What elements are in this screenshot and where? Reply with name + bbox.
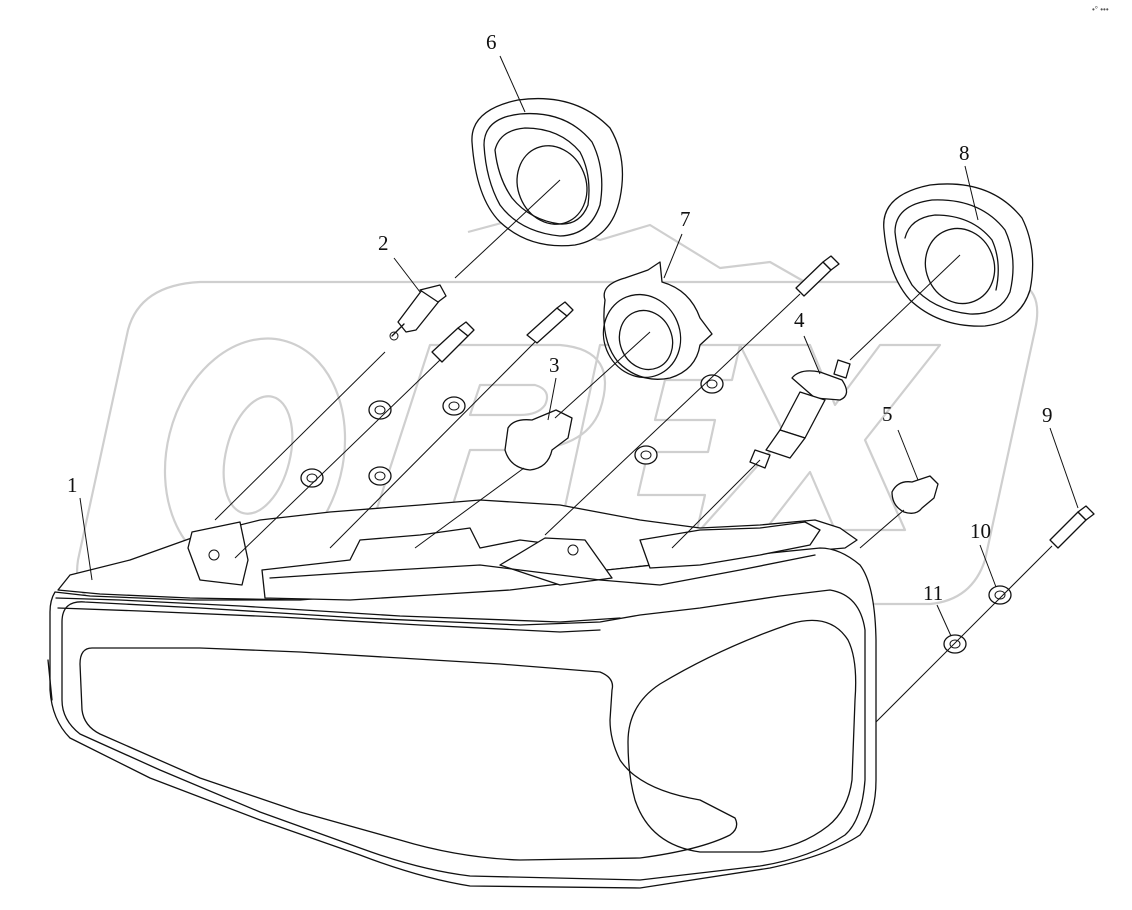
callout-4: 4: [794, 308, 805, 332]
part-6-ring-cap: [471, 97, 624, 247]
callout-7: 7: [680, 207, 691, 231]
callout-9: 9: [1042, 403, 1053, 427]
part-3-bulb: [504, 409, 573, 471]
corner-mark: •° •••: [1092, 5, 1109, 14]
assembly-axes: [214, 179, 1053, 723]
callout-6: 6: [486, 30, 497, 54]
part-9-screw: [1049, 511, 1087, 549]
screws: [431, 255, 1095, 549]
part-2-bulb: [389, 284, 447, 341]
callout-1: 1: [67, 473, 78, 497]
callout-5: 5: [882, 402, 893, 426]
callouts: 1 2 3 4 5 6 7 8 9 10 11: [67, 30, 1079, 637]
callout-8: 8: [959, 141, 970, 165]
part-7-cover: [602, 261, 713, 380]
part-4-bulb: [749, 359, 851, 469]
part-10-washer: [988, 585, 1012, 605]
part-5-bulb: [891, 475, 939, 514]
part-8-ring-cap: [883, 183, 1034, 327]
headlamp-housing: [47, 499, 877, 889]
callout-10: 10: [970, 519, 991, 543]
washers: [300, 374, 1012, 654]
callout-11: 11: [923, 581, 943, 605]
callout-3: 3: [549, 353, 560, 377]
callout-2: 2: [378, 231, 389, 255]
